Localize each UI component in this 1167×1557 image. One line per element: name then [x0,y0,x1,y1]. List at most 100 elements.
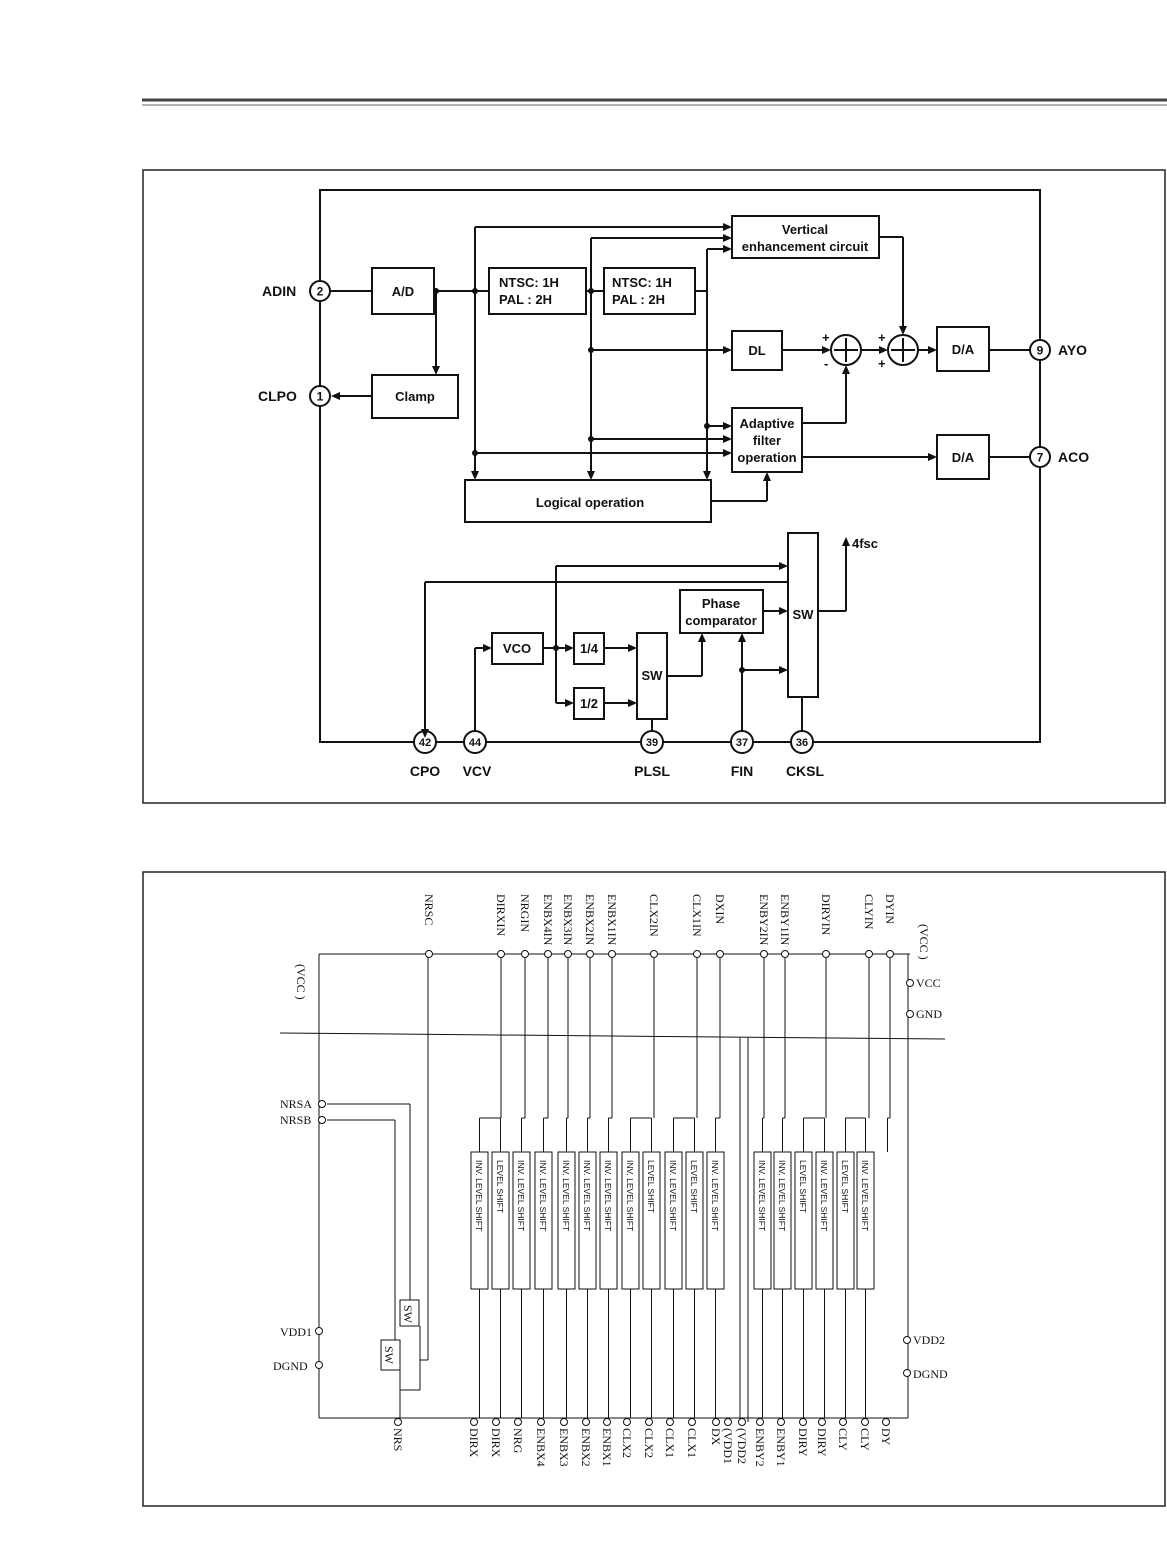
pin-2: 2 [309,280,331,302]
bottom-pin-label-8: CLX2 [620,1428,634,1458]
pin-label-clpo: CLPO [258,388,297,404]
pin-9: 9 [1029,339,1051,361]
svg-text:Adaptive: Adaptive [740,416,795,431]
right-supply-label: (VCC ) [917,924,931,960]
bottom-pin-21 [882,1418,890,1426]
bottom-pin-7 [603,1418,611,1426]
divider-quarter-block: 1/4 [573,632,605,665]
svg-text:enhancement circuit: enhancement circuit [742,239,869,254]
svg-text:42: 42 [419,737,431,749]
level-shift-label-0: INV. LEVEL SHIFT [474,1160,484,1231]
bottom-pin-12 [712,1418,720,1426]
pin-label-adin: ADIN [262,283,296,299]
bottom-pin-label-4: ENBX4 [534,1428,548,1467]
bottom-pin-label-5: ENBX3 [557,1428,571,1467]
bottom-pin-1 [470,1418,478,1426]
bottom-pin-label-3: NRG [511,1428,525,1454]
svg-text:Phase: Phase [702,596,740,611]
bottom-pin-label-13: (VDD1 [721,1428,735,1464]
svg-text:VDD2: VDD2 [913,1333,945,1347]
svg-text:2: 2 [317,285,324,299]
bottom-pin-0 [394,1418,402,1426]
bottom-pin-label-9: CLX2 [642,1428,656,1458]
bottom-pin-5 [560,1418,568,1426]
pin-1: 1 [309,385,331,407]
pin-label-vcv: VCV [463,763,492,779]
level-shift-label-14: LEVEL SHIFT [798,1160,808,1213]
block-diagram-frame [142,169,1166,804]
bottom-pin-4 [537,1418,545,1426]
bottom-pin-label-2: DIRX [489,1428,503,1458]
svg-text:PAL : 2H: PAL : 2H [499,292,552,307]
bottom-pin-11 [688,1418,696,1426]
svg-text:39: 39 [646,737,658,749]
bottom-pin-13 [724,1418,732,1426]
level-shift-label-17: INV. LEVEL SHIFT [860,1160,870,1231]
bottom-pin-label-20: CLY [858,1428,872,1451]
top-pin-4 [564,950,572,958]
svg-text:operation: operation [737,450,796,465]
bottom-pin-label-15: ENBY2 [753,1428,767,1467]
svg-text:NTSC: 1H: NTSC: 1H [499,275,559,290]
switch-1-block: SW [636,632,668,720]
adaptive-filter-block: Adaptive filter operation [731,407,803,473]
adder-2 [887,334,919,366]
adder-signs: + - + + [822,330,886,371]
top-pin-11 [781,950,789,958]
logic-diagram: SW SW NRSA NRSB VDD1 DGND (VCC ) VCC GND… [273,894,948,1467]
svg-text:44: 44 [469,737,482,749]
top-pin-5 [586,950,594,958]
top-pin-label-4: ENBX3IN [561,894,575,946]
svg-text:A/D: A/D [392,284,414,299]
bottom-pin-label-21: DY [879,1428,893,1446]
top-pin-12 [822,950,830,958]
svg-text:SW: SW [793,607,815,622]
logical-operation-block: Logical operation [464,479,712,523]
bottom-pin-19 [839,1418,847,1426]
bottom-pin-label-17: DIRY [796,1428,810,1457]
level-shift-label-3: INV. LEVEL SHIFT [538,1160,548,1231]
level-shift-label-6: INV. LEVEL SHIFT [603,1160,613,1231]
pin-37: 37 [730,730,754,754]
clamp-block: Clamp [371,374,459,419]
vertical-enhancement-block: Vertical enhancement circuit [731,215,880,259]
adder-1 [830,334,862,366]
bottom-pin-17 [799,1418,807,1426]
switch-2-block: SW [787,532,819,698]
line-delay-block-2: NTSC: 1H PAL : 2H [603,267,696,315]
svg-text:+: + [878,356,886,371]
level-shift-label-12: INV. LEVEL SHIFT [757,1160,767,1231]
svg-text:1: 1 [317,390,324,404]
bottom-pin-16 [777,1418,785,1426]
line-delay-block-1: NTSC: 1H PAL : 2H [488,267,587,315]
bottom-pin-3 [514,1418,522,1426]
bottom-pin-2 [492,1418,500,1426]
pin-label-aco: ACO [1058,449,1089,465]
bottom-pin-label-7: ENBX1 [600,1428,614,1467]
top-pin-14 [886,950,894,958]
output-4fsc-label: 4fsc [852,536,878,551]
bottom-pin-label-0: NRS [391,1428,405,1451]
svg-text:36: 36 [796,737,808,749]
ad-converter-block: A/D [371,267,435,315]
svg-text:-: - [824,356,828,371]
level-shift-label-13: INV. LEVEL SHIFT [777,1160,787,1231]
top-pin-label-9: DXIN [713,894,727,924]
header-rule [142,98,1167,106]
bottom-pin-9 [645,1418,653,1426]
svg-text:D/A: D/A [952,450,975,465]
level-shift-label-1: LEVEL SHIFT [495,1160,505,1213]
level-shift-blocks: INV. LEVEL SHIFT LEVEL SHIFT INV. LEVEL SH… [470,958,891,1418]
bottom-pin-label-16: ENBY1 [774,1428,788,1467]
bottom-pin-10 [666,1418,674,1426]
svg-text:PAL : 2H: PAL : 2H [612,292,665,307]
svg-text:SW: SW [401,1305,415,1324]
level-shift-label-8: LEVEL SHIFT [646,1160,656,1213]
svg-text:VCO: VCO [503,641,531,656]
top-pin-label-11: ENBY1IN [778,894,792,946]
svg-text:SW: SW [382,1346,396,1365]
bottom-pin-label-10: CLX1 [663,1428,677,1458]
svg-text:Clamp: Clamp [395,389,435,404]
